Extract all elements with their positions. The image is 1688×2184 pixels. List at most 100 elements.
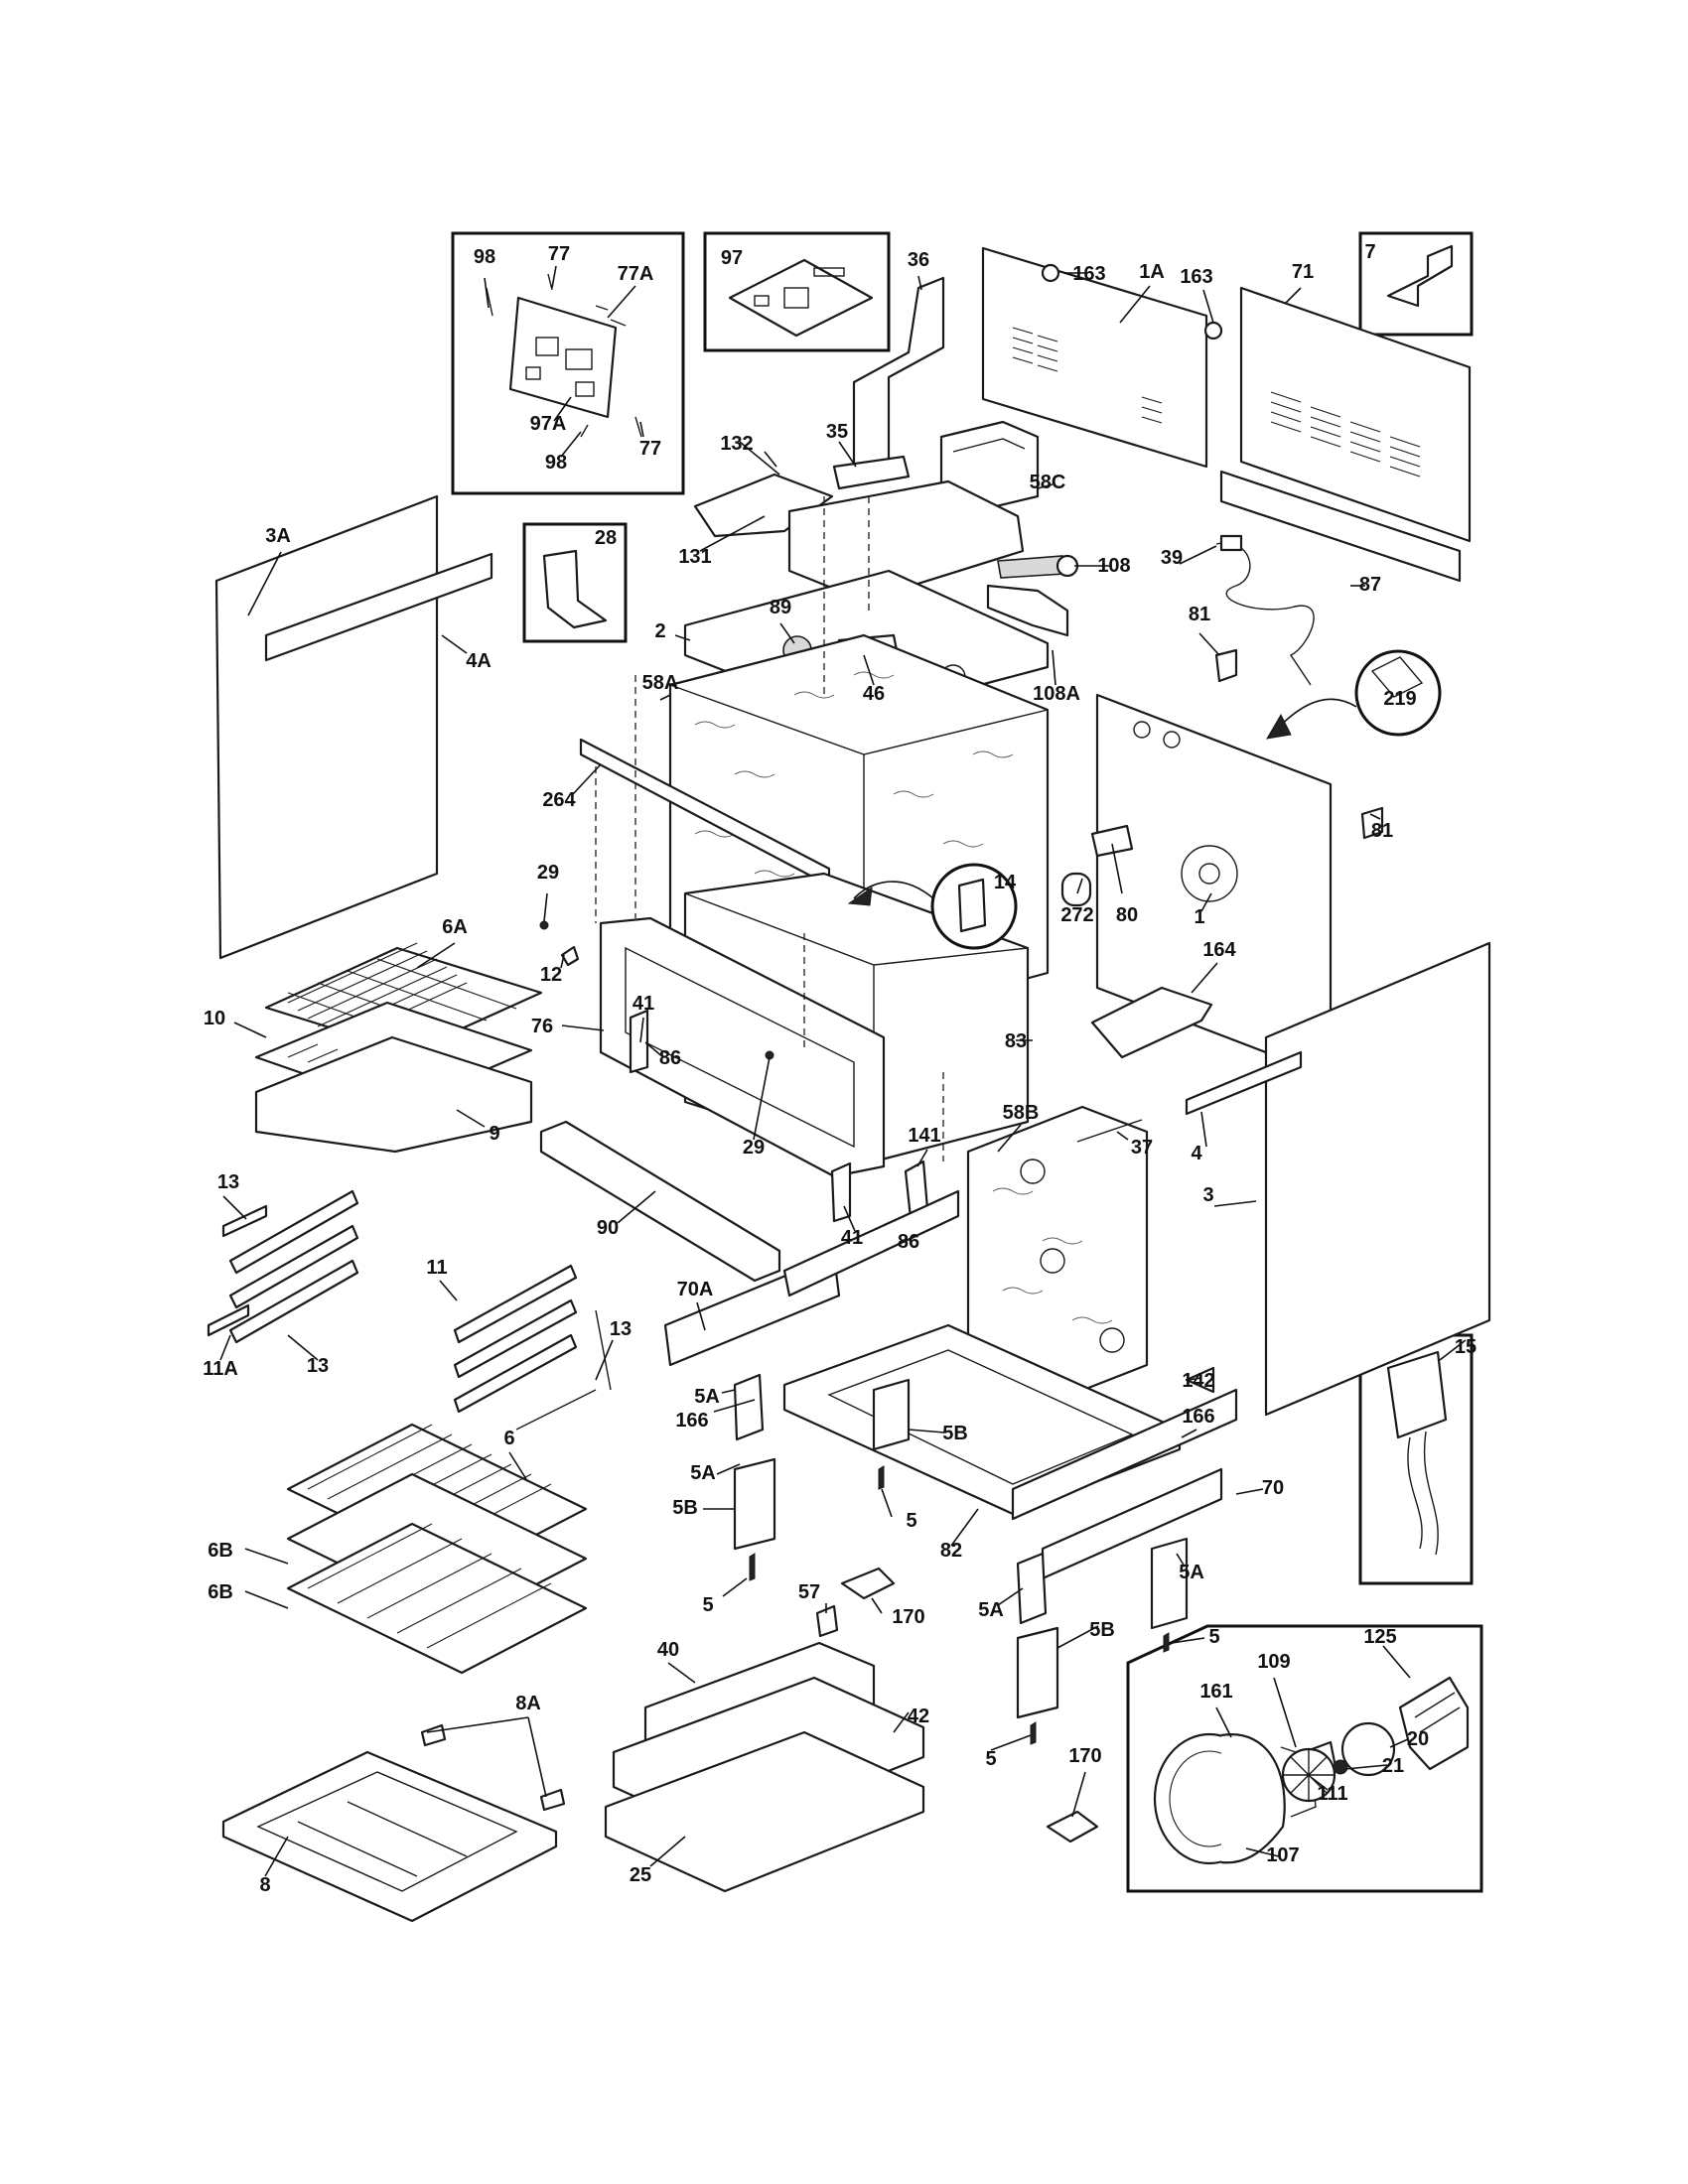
part-label: 5 <box>1208 1626 1219 1648</box>
part-label: 132 <box>720 433 753 455</box>
base-frame <box>604 1189 1238 1893</box>
part-label: 5 <box>702 1594 713 1616</box>
part-label: 161 <box>1199 1681 1232 1703</box>
part-label: 131 <box>678 546 711 568</box>
part-label: 264 <box>542 789 576 811</box>
part-label: 21 <box>1382 1755 1404 1777</box>
part-label: 141 <box>908 1125 940 1147</box>
part-label: 87 <box>1359 574 1381 596</box>
part-label: 57 <box>798 1581 820 1603</box>
part-label: 6A <box>442 916 468 938</box>
part-label: 111 <box>1317 1783 1347 1805</box>
part-label: 40 <box>657 1639 679 1661</box>
part-label: 13 <box>217 1171 239 1193</box>
part-label: 108 <box>1097 555 1130 577</box>
part-label: 29 <box>743 1137 765 1159</box>
part-label: 11A <box>203 1358 238 1380</box>
part-label: 77 <box>639 438 661 460</box>
element-15-inset <box>1358 1333 1474 1585</box>
part-label: 71 <box>1292 261 1314 283</box>
part-label: 3 <box>1202 1184 1213 1206</box>
callout-rings <box>847 649 1442 950</box>
part-label: 83 <box>1005 1030 1027 1052</box>
part-label: 90 <box>597 1217 619 1239</box>
part-label: 5B <box>1089 1619 1115 1641</box>
part-label: 166 <box>1182 1406 1214 1428</box>
part-label: 5B <box>672 1497 698 1519</box>
part-label: 41 <box>633 993 654 1015</box>
alignment-lines <box>595 496 944 1161</box>
part-label: 5A <box>694 1386 720 1408</box>
part-label: 5A <box>690 1462 716 1484</box>
part-label: 11 <box>426 1257 447 1279</box>
part-label: 41 <box>841 1227 863 1249</box>
part-label: 5B <box>942 1423 968 1444</box>
part-label: 97A <box>530 413 567 435</box>
part-label: 58C <box>1030 472 1066 493</box>
part-label: 36 <box>908 249 929 271</box>
part-label: 81 <box>1189 604 1210 625</box>
part-label: 13 <box>610 1318 632 1340</box>
part-label: 29 <box>537 862 559 884</box>
part-label: 108A <box>1033 683 1080 705</box>
part-label: 2 <box>654 620 665 642</box>
part-label: 164 <box>1202 939 1236 961</box>
part-label: 10 <box>204 1008 225 1029</box>
part-label: 170 <box>892 1606 924 1628</box>
part-label: 20 <box>1407 1728 1429 1750</box>
bracket-7-inset <box>1358 231 1474 337</box>
part-label: 13 <box>307 1355 329 1377</box>
part-label: 80 <box>1116 904 1138 926</box>
part-label: 81 <box>1371 820 1393 842</box>
part-label: 76 <box>531 1016 553 1037</box>
convection-fan-inset <box>1126 1624 1483 1893</box>
part-label: 8 <box>259 1874 270 1896</box>
part-label: 98 <box>545 452 567 474</box>
part-label: 163 <box>1180 266 1212 288</box>
part-label: 1 <box>1194 906 1204 928</box>
part-label: 5 <box>906 1510 916 1532</box>
part-label: 5 <box>985 1748 996 1770</box>
part-label: 98 <box>474 246 495 268</box>
part-label: 3A <box>265 525 291 547</box>
control-board-97-inset <box>703 231 891 352</box>
part-label: 5A <box>978 1599 1004 1621</box>
part-label: 35 <box>826 421 848 443</box>
part-label: 28 <box>595 527 617 549</box>
part-label: 70 <box>1262 1477 1284 1499</box>
racks-and-pans <box>207 920 852 1923</box>
part-label: 6 <box>503 1428 514 1449</box>
part-label: 58B <box>1003 1102 1040 1124</box>
part-label: 6B <box>208 1540 233 1562</box>
part-label: 14 <box>994 872 1017 893</box>
part-label: 77 <box>548 243 570 265</box>
part-label: 219 <box>1383 688 1416 710</box>
part-label: 37 <box>1131 1137 1153 1159</box>
part-label: 5A <box>1179 1562 1204 1583</box>
part-label: 9 <box>489 1123 499 1145</box>
part-label: 39 <box>1161 547 1183 569</box>
part-label: 4 <box>1191 1143 1202 1164</box>
part-label: 97 <box>721 247 743 269</box>
bracket-28-inset <box>522 522 628 643</box>
part-label: 86 <box>659 1047 681 1069</box>
part-label: 142 <box>1182 1370 1214 1392</box>
part-label: 4A <box>466 650 492 672</box>
part-label: 58A <box>642 672 679 694</box>
part-label: 46 <box>863 683 885 705</box>
oven-cavity <box>214 494 1491 1417</box>
part-label: 15 <box>1455 1336 1477 1358</box>
part-label: 70A <box>677 1279 714 1300</box>
part-label: 25 <box>630 1864 651 1886</box>
part-label: 77A <box>618 263 654 285</box>
part-label: 6B <box>208 1581 233 1603</box>
part-label: 82 <box>940 1540 962 1562</box>
part-label: 166 <box>675 1410 708 1432</box>
part-label: 170 <box>1068 1745 1101 1767</box>
part-label: 7 <box>1364 241 1375 263</box>
part-label: 109 <box>1257 1651 1290 1673</box>
part-label: 12 <box>540 964 562 986</box>
part-label: 125 <box>1363 1626 1396 1648</box>
